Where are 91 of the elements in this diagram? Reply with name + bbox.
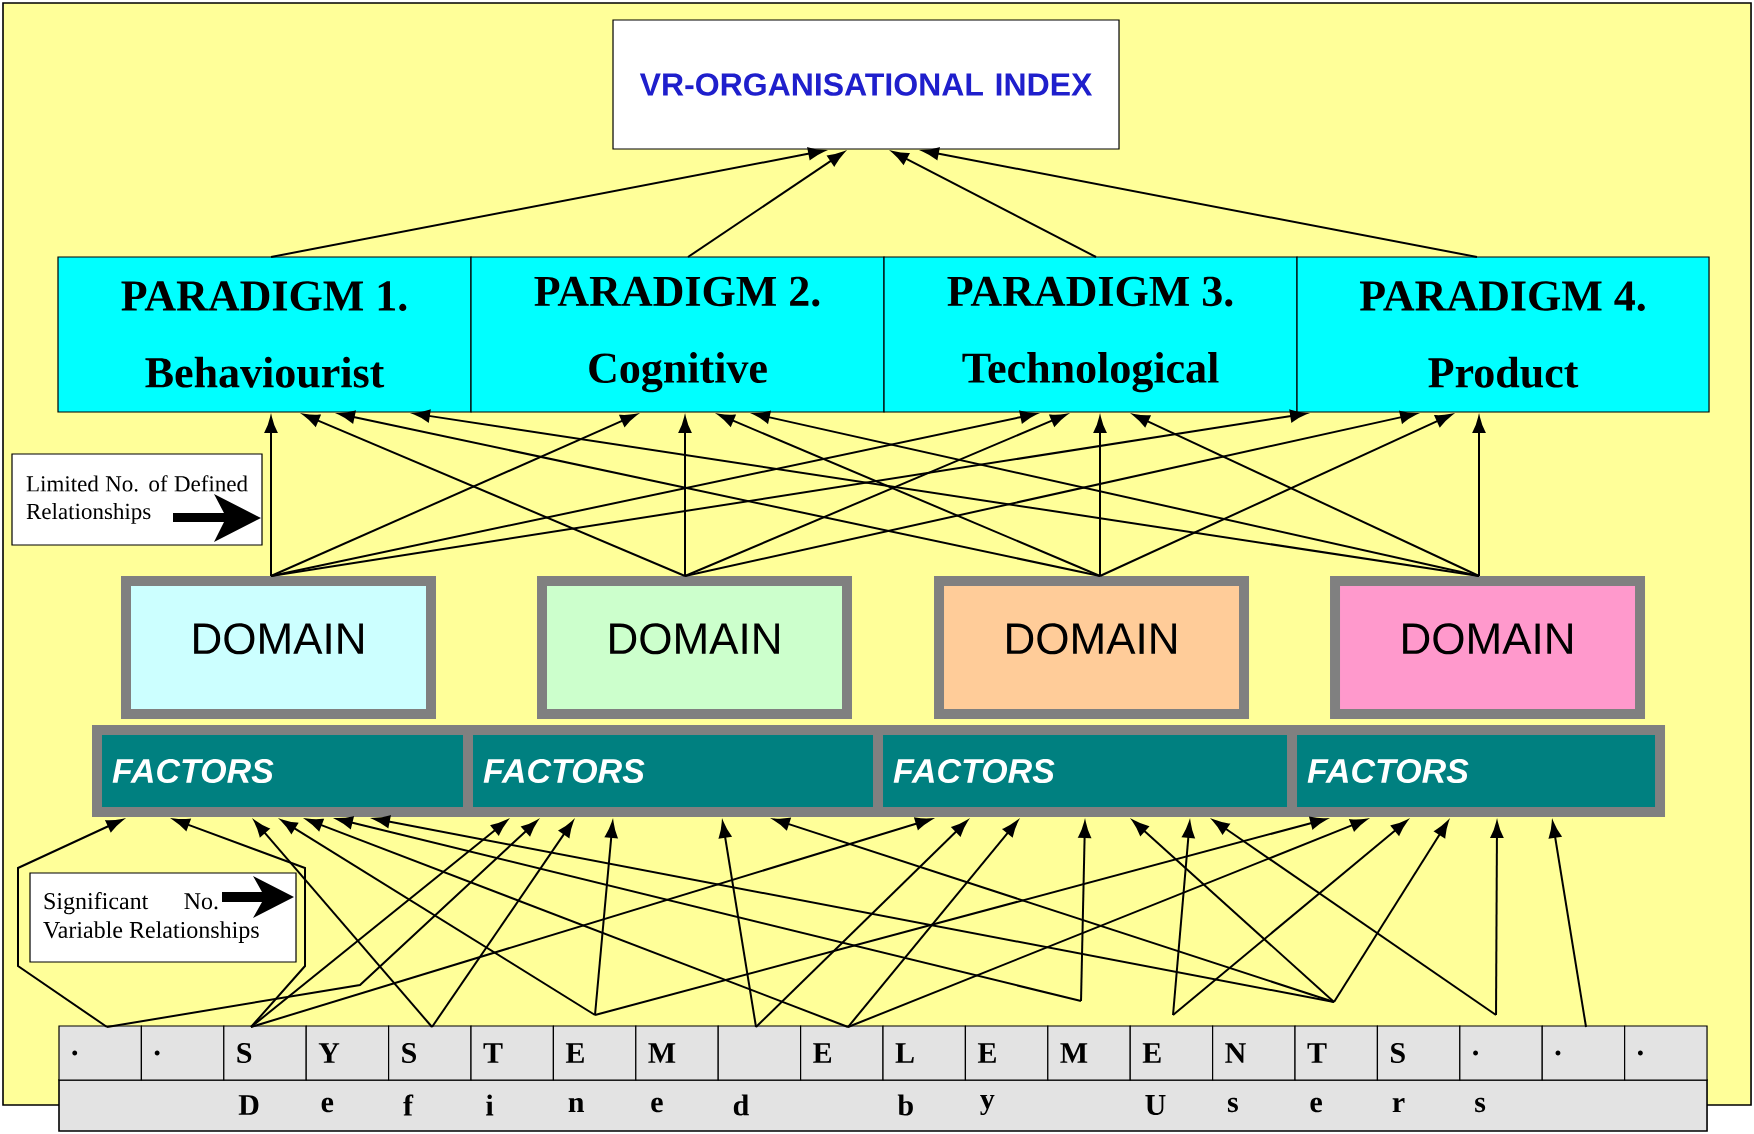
- arrow: [1172, 821, 1195, 1016]
- table-letter: s: [1227, 1097, 1238, 1113]
- table-cell: E: [1129, 1025, 1214, 1081]
- table-letter: U: [1145, 1095, 1166, 1115]
- table-cell: Y: [305, 1025, 390, 1081]
- arrow: [270, 409, 1307, 577]
- paradigm-box: PARADIGM 3. Technological: [883, 256, 1298, 413]
- table-cell: E: [800, 1025, 884, 1081]
- arrow: [1548, 821, 1587, 1028]
- table-letter: b: [897, 1094, 913, 1116]
- table-letter: e: [651, 1097, 663, 1113]
- arrow: [687, 151, 845, 258]
- arrow: [922, 147, 1478, 258]
- arrow: [336, 816, 1082, 1002]
- arrow: [847, 820, 1019, 1028]
- table-cell: E: [964, 1025, 1049, 1081]
- arrow: [373, 815, 1335, 1003]
- arrow: [678, 416, 692, 577]
- arrow: [684, 413, 1067, 577]
- arrow: [270, 413, 637, 577]
- table-letter: i: [486, 1094, 494, 1116]
- note-box: Significant No. Variable Relationships: [29, 872, 297, 963]
- table-letter: r: [1392, 1097, 1405, 1113]
- arrow: [303, 413, 686, 577]
- domain-box: DOMAIN: [121, 576, 436, 719]
- arrow: [718, 821, 757, 1028]
- table-letter: n: [568, 1097, 585, 1113]
- paradigm-box: PARADIGM 4. Product: [1296, 256, 1710, 413]
- table-letter: s: [1475, 1097, 1486, 1113]
- table-letter: d: [733, 1094, 749, 1116]
- table-cell: S: [223, 1025, 307, 1081]
- table-letter: f: [403, 1094, 414, 1116]
- arrow: [250, 819, 508, 1028]
- arrow: [1172, 819, 1408, 1016]
- table-cell: .: [1541, 1025, 1626, 1081]
- arrow: [270, 410, 1037, 577]
- table-cell: .: [1459, 1025, 1543, 1081]
- paradigm-box: PARADIGM 1. Behaviourist: [57, 256, 472, 413]
- table-cell: .: [1624, 1025, 1708, 1081]
- table-cell: [717, 1025, 802, 1081]
- arrow: [594, 821, 618, 1016]
- arrow: [594, 816, 1327, 1016]
- arrow: [1472, 416, 1486, 577]
- domain-box: DOMAIN: [1330, 576, 1645, 719]
- table-cell: T: [470, 1025, 554, 1081]
- arrow: [1212, 819, 1497, 1016]
- domain-box: DOMAIN: [537, 576, 852, 719]
- table-letter: y: [980, 1094, 995, 1116]
- title-box: VR-ORGANISATIONAL INDEX: [612, 19, 1120, 150]
- table-cell: M: [1047, 1025, 1131, 1081]
- arrow: [1099, 413, 1453, 577]
- table-cell: S: [1376, 1025, 1461, 1081]
- arrow: [17, 818, 123, 1028]
- arrow: [1078, 821, 1091, 1002]
- arrow: [1133, 413, 1480, 577]
- arrow: [270, 147, 825, 258]
- arrow: [250, 817, 932, 1028]
- arrow: [684, 410, 1417, 577]
- domain-box: DOMAIN: [934, 576, 1249, 719]
- arrow: [755, 820, 968, 1028]
- arrow: [253, 820, 433, 1028]
- paradigm-box: PARADIGM 2. Cognitive: [470, 256, 885, 413]
- arrow: [1132, 819, 1335, 1003]
- table-letter: D: [238, 1095, 259, 1115]
- table-cell: M: [635, 1025, 719, 1081]
- table-cell: T: [1294, 1025, 1378, 1081]
- arrow: [773, 817, 1335, 1003]
- table-cell: S: [388, 1025, 472, 1081]
- arrow: [173, 818, 306, 1028]
- arrow: [1490, 821, 1504, 1016]
- table-letter: e: [321, 1097, 334, 1113]
- arrow: [891, 151, 1097, 258]
- table-letter: e: [1310, 1097, 1322, 1113]
- table-cell: L: [882, 1025, 966, 1081]
- table-cell: N: [1212, 1025, 1296, 1081]
- note-box: Limited No. of Defined Relationships: [11, 453, 263, 546]
- arrow: [431, 820, 574, 1028]
- arrow: [106, 820, 538, 1028]
- arrow: [847, 818, 1367, 1028]
- arrow: [413, 409, 1480, 577]
- arrow: [280, 819, 596, 1016]
- arrow: [753, 410, 1480, 577]
- table-cell: .: [58, 1025, 142, 1081]
- arrow: [338, 410, 1101, 577]
- arrow: [1093, 416, 1107, 577]
- table-cell: .: [140, 1025, 225, 1081]
- arrow: [264, 416, 278, 577]
- arrow: [718, 413, 1101, 577]
- arrow: [1333, 820, 1449, 1003]
- table-cell: E: [552, 1025, 637, 1081]
- arrow: [306, 818, 849, 1028]
